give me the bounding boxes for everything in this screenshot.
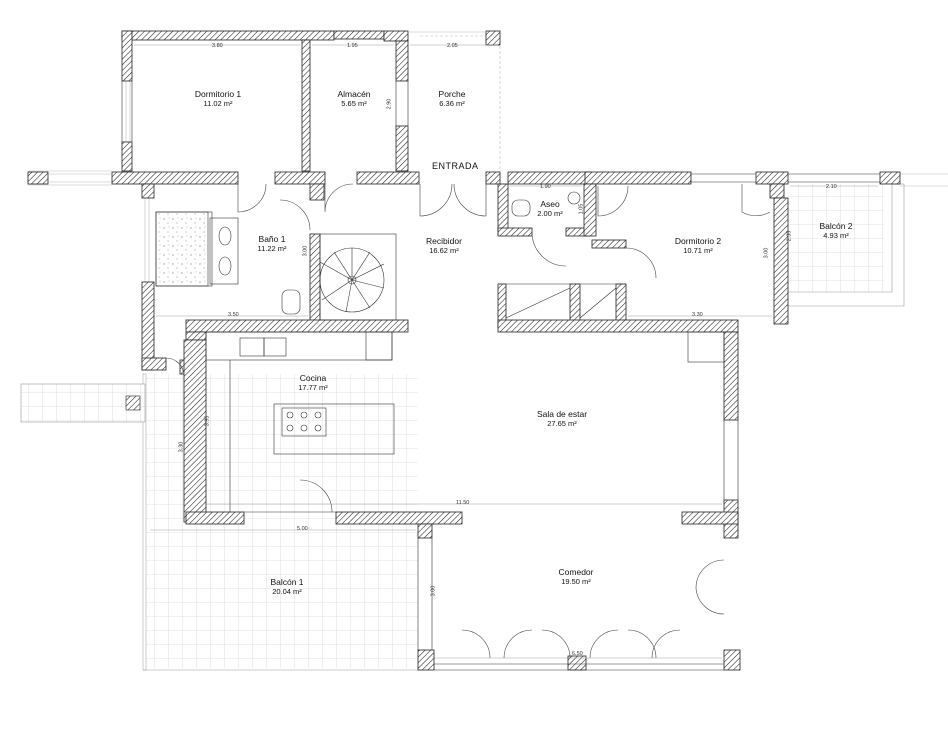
door-swings (165, 183, 771, 659)
dimension-label: 11.50 (456, 500, 470, 506)
room-area: 6.36 m² (439, 98, 465, 108)
room-area: 4.93 m² (823, 230, 849, 240)
room-name: Cocina (299, 373, 327, 383)
interior-fixtures (48, 31, 880, 671)
walls (27, 30, 901, 671)
room-area: 11.22 m² (257, 243, 287, 253)
dimension-label: 6.50 (572, 651, 583, 657)
room-name: Recibidor (426, 236, 462, 246)
dimension-label: 3.80 (212, 43, 223, 49)
dimension-label: 1.95 (347, 43, 358, 49)
room-name: Baño 1 (258, 234, 286, 244)
dimension-label: 3.50 (228, 312, 239, 318)
dimension-label: 3.95 (204, 415, 211, 427)
room-area: 11.02 m² (203, 98, 233, 108)
room-name: Porche (438, 89, 466, 99)
dimension-label: 3.00 (430, 585, 437, 597)
room-name: Dormitorio 1 (194, 89, 242, 99)
dimension-label: 2.35 (786, 230, 793, 242)
room-name: Comedor (558, 567, 594, 577)
room-area: 16.62 m² (429, 245, 459, 255)
dimension-label: 5.00 (297, 526, 308, 532)
room-area: 17.77 m² (298, 382, 328, 392)
room-name: Balcón 1 (270, 577, 304, 587)
room-area: 19.50 m² (561, 576, 591, 586)
room-area: 10.71 m² (683, 245, 713, 255)
room-area: 20.04 m² (272, 586, 302, 596)
dimension-label: 3.30 (692, 312, 703, 318)
dimension-lines (134, 44, 878, 659)
dimension-label: 1.90 (540, 184, 551, 190)
dimension-label: 3.30 (178, 441, 185, 453)
room-name: Dormitorio 2 (674, 236, 722, 246)
room-name: Balcón 2 (819, 221, 853, 231)
entrance-label: ENTRADA (432, 161, 479, 171)
room-name: Almacén (337, 89, 371, 99)
room-area: 27.65 m² (547, 418, 577, 428)
room-area: 5.65 m² (341, 98, 367, 108)
room-name: Sala de estar (536, 409, 588, 419)
dimension-label: 2.10 (826, 184, 837, 190)
room-name: Aseo (540, 199, 560, 209)
dimension-label: 3.00 (302, 245, 309, 257)
exterior-walkway (20, 383, 146, 423)
room-area: 2.00 m² (537, 208, 563, 218)
dimension-label: 3.00 (763, 247, 770, 259)
balcony-2-floor (788, 183, 905, 307)
dimension-label: 1.05 (578, 203, 585, 215)
dimension-label: 2.05 (447, 43, 458, 49)
dimension-label: 2.90 (386, 98, 393, 110)
